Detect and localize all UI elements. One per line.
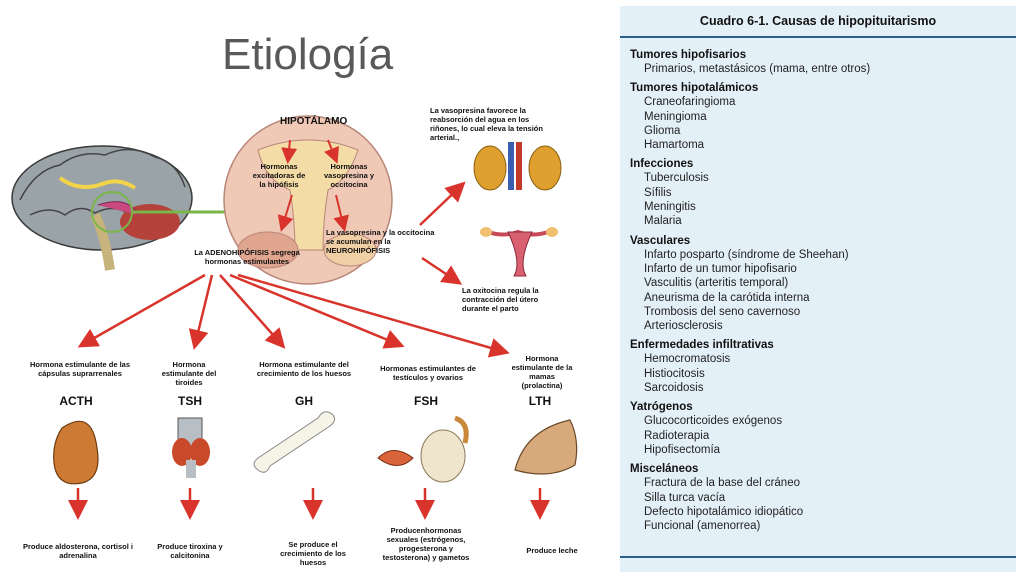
vasopressin-oxytocin-label: Hormonas vasopresina y occitocina [323,162,375,189]
category-item: Tuberculosis [644,172,709,185]
neurohypophysis-label: La vasopresina y la occitocina se acumul… [326,228,435,255]
acth-description: Hormona estimulante de las cápsulas supr… [29,360,131,378]
category-item: Silla turca vacía [644,491,726,504]
category-name: Vasculares [630,234,691,247]
category-item: Fractura de la base del cráneo [644,477,800,490]
hypothalamus-label: HIPOTÁLAMO [280,116,348,127]
causes-table: Cuadro 6-1. Causas de hipopituitarismo T… [620,6,1016,572]
category: Enfermedades infiltrativas Hemocromatosi… [630,338,1016,395]
category-item: Malaria [644,215,682,228]
category-item: Radioterapia [644,429,710,442]
category-name: Misceláneos [630,463,699,476]
releasing-hormones-label: Hormonas excitadoras de la hipófisis [252,162,306,189]
brain-illustration [11,145,238,271]
table-bottom-rule [620,556,1016,558]
tsh-description: Hormona estimulante del tiroides [161,360,217,387]
vasopressin-effect-label: La vasopresina favorece la reabsorción d… [430,106,543,142]
category-item: Defecto hipotalámico idiopático [644,505,804,518]
kidneys-illustration [473,142,562,191]
gonads-illustration [377,415,469,483]
bone-illustration [253,411,336,473]
category-item: Sífilis [644,186,672,199]
breast-illustration [514,419,578,475]
uterus-illustration [480,227,558,277]
fsh-effect: Producenhormonas sexuales (estrógenos, p… [382,526,470,562]
hypothalamus-circle [223,115,393,285]
adenohypophysis-label: La ADENOHIPÓFISIS segrega hormonas estim… [194,248,300,266]
category-item: Hemocromatosis [644,353,731,366]
category-name: Infecciones [630,158,694,171]
category-item: Vasculitis (arteritis temporal) [644,277,789,290]
category-item: Glioma [644,124,681,137]
category-item: Glucocorticoides exógenos [644,415,783,428]
category-name: Tumores hipofisarios [630,49,747,61]
gh-description: Hormona estimulante del crecimiento de l… [256,360,352,378]
slide-title: Etiología [222,30,394,79]
thyroid-illustration [172,417,210,478]
acth-label: ACTH [59,394,93,408]
table-title: Cuadro 6-1. Causas de hipopituitarismo [620,6,1016,38]
acth-effect: Produce aldosterona, cortisol i adrenali… [22,542,134,560]
category-name: Yatrógenos [630,401,693,414]
category: Tumores hipofisarios Primarios, metastás… [630,48,1016,76]
fsh-description: Hormonas estimulantes de testículos y ov… [380,364,476,382]
oxytocin-effect-label: La oxitocina regula la contracción del ú… [462,286,539,313]
adrenal-gland-illustration [53,420,99,485]
category-item: Hamartoma [644,139,705,152]
lth-effect: Produce leche [526,546,578,555]
category-item: Trombosis del seno cavernoso [644,305,801,318]
category-item: Funcional (amenorrea) [644,520,761,533]
gh-effect: Se produce el crecimiento de los huesos [280,540,346,567]
category-item: Primarios, metastásicos (mama, entre otr… [644,63,871,75]
category: Tumores hipotalámicos Craneofaringioma M… [630,81,1016,152]
gh-label: GH [295,394,313,408]
lth-label: LTH [528,394,552,408]
category: Vasculares Infarto posparto (síndrome de… [630,234,1016,334]
table-body: Tumores hipofisarios Primarios, metastás… [620,38,1016,572]
category-item: Arteriosclerosis [644,320,723,333]
category-item: Meningioma [644,110,707,123]
category-item: Sarcoidosis [644,382,704,395]
category-item: Infarto posparto (síndrome de Sheehan) [644,248,849,261]
category-item: Infarto de un tumor hipofisario [644,262,797,275]
category-name: Tumores hipotalámicos [630,82,759,95]
category-item: Hipofisectomía [644,443,721,456]
lth-description: Hormona estimulante de la mamas (prolact… [511,354,573,390]
category: Misceláneos Fractura de la base del crán… [630,462,1016,533]
category-item: Craneofaringioma [644,96,736,109]
category-item: Histiocitosis [644,367,705,380]
category-item: Aneurisma de la carótida interna [644,291,810,304]
category: Infecciones Tuberculosis Sífilis Meningi… [630,157,1016,228]
endocrine-diagram [11,115,578,520]
tsh-effect: Produce tiroxina y calcitonina [157,542,223,560]
category-item: Meningitis [644,201,696,214]
category: Yatrógenos Glucocorticoides exógenos Rad… [630,400,1016,457]
category-name: Enfermedades infiltrativas [630,339,774,352]
fsh-label: FSH [414,394,438,408]
tsh-label: TSH [178,394,202,408]
